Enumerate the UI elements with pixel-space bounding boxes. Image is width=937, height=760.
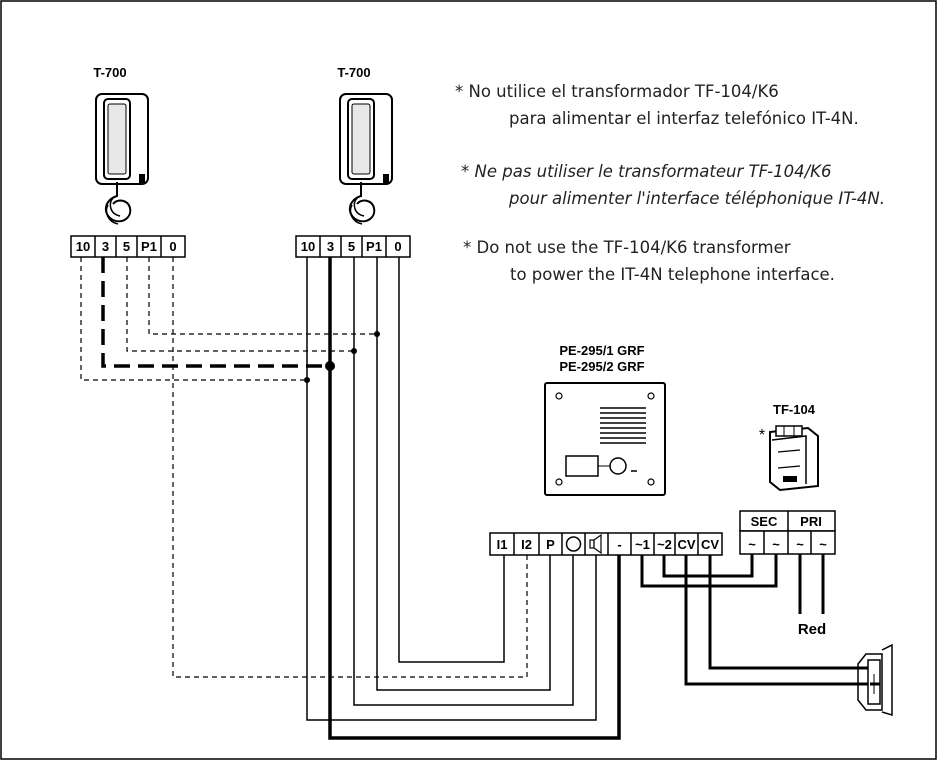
panel-terminals: I1 I2 P - ~1 ~2 CV CV — [489, 532, 723, 556]
tilde-symbol: ~ — [772, 537, 780, 552]
terminal-label: P1 — [366, 239, 382, 254]
monitor-right-label: T-700 — [337, 65, 370, 80]
note-fr-line2: pour alimenter l'interface téléphonique … — [508, 189, 885, 208]
note-es: * No utilice el transformador TF-104/K6 — [455, 82, 779, 101]
door-panel-label-2: PE-295/2 GRF — [559, 359, 644, 374]
mains-label: Red — [798, 621, 826, 638]
terminal-label: 3 — [102, 239, 109, 254]
notes: * No utilice el transformador TF-104/K6 … — [455, 82, 885, 284]
note-en: * Do not use the TF-104/K6 transformer — [463, 238, 791, 257]
wire-left-3 — [101, 257, 330, 368]
terminal-label: P1 — [141, 239, 157, 254]
note-fr: * Ne pas utiliser le transformateur TF-1… — [461, 162, 832, 181]
terminal-label: P — [546, 537, 555, 552]
transformer: TF-104 * — [759, 402, 819, 492]
terminal-label: 5 — [348, 239, 355, 254]
monitor-left: T-700 — [93, 65, 149, 225]
wiring-power — [640, 554, 868, 686]
monitor-right: T-700 — [337, 65, 393, 225]
terminal-label: 5 — [123, 239, 130, 254]
transformer-terminals: SEC PRI ~ ~ ~ ~ — [739, 510, 836, 555]
terminal-label: - — [617, 537, 621, 552]
door-panel-label-1: PE-295/1 GRF — [559, 343, 644, 358]
junction-dots — [304, 331, 380, 383]
sec-label: SEC — [751, 514, 778, 529]
transformer-label: TF-104 — [773, 402, 816, 417]
tilde-symbol: ~ — [748, 537, 756, 552]
terminal-label: I1 — [497, 537, 508, 552]
terminal-label: ~2 — [657, 537, 672, 552]
tilde-symbol: ~ — [819, 537, 827, 552]
terminal-label: ~1 — [635, 537, 650, 552]
monitor-right-terminals: 10 3 5 P1 0 — [295, 235, 411, 258]
terminal-label: 10 — [301, 239, 315, 254]
tilde-symbol: ~ — [796, 537, 804, 552]
door-lock — [857, 643, 893, 717]
push-button-icon — [565, 536, 582, 552]
wiring-right-monitor — [306, 257, 621, 740]
terminal-label: 3 — [327, 239, 334, 254]
terminal-label: 0 — [169, 239, 176, 254]
monitor-left-label: T-700 — [93, 65, 126, 80]
terminal-label: 0 — [394, 239, 401, 254]
monitor-left-terminals: 10 3 5 P1 0 — [70, 235, 186, 258]
terminal-label: 10 — [76, 239, 90, 254]
pri-label: PRI — [800, 514, 822, 529]
terminal-label: I2 — [521, 537, 532, 552]
wiring-left-monitor — [80, 257, 528, 678]
transformer-asterisk: * — [759, 427, 765, 444]
note-es-line2: para alimentar el interfaz telefónico IT… — [509, 109, 859, 128]
door-panel: PE-295/1 GRF PE-295/2 GRF — [544, 343, 666, 496]
terminal-label: CV — [701, 537, 719, 552]
terminal-label: CV — [677, 537, 695, 552]
speaker-icon — [589, 533, 602, 555]
note-en-line2: to power the IT-4N telephone interface. — [510, 265, 835, 284]
